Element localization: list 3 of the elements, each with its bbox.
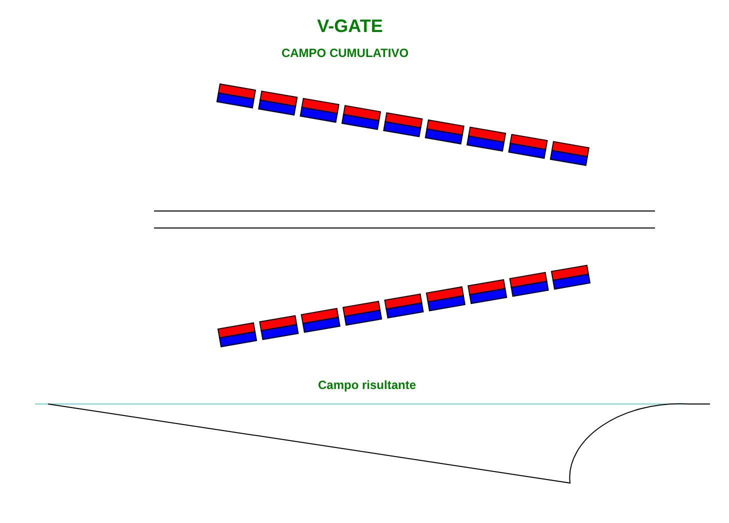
caption-label: Campo risultante [318, 378, 416, 392]
subtitle: CAMPO CUMULATIVO [281, 46, 409, 60]
title: V-GATE [317, 16, 383, 37]
